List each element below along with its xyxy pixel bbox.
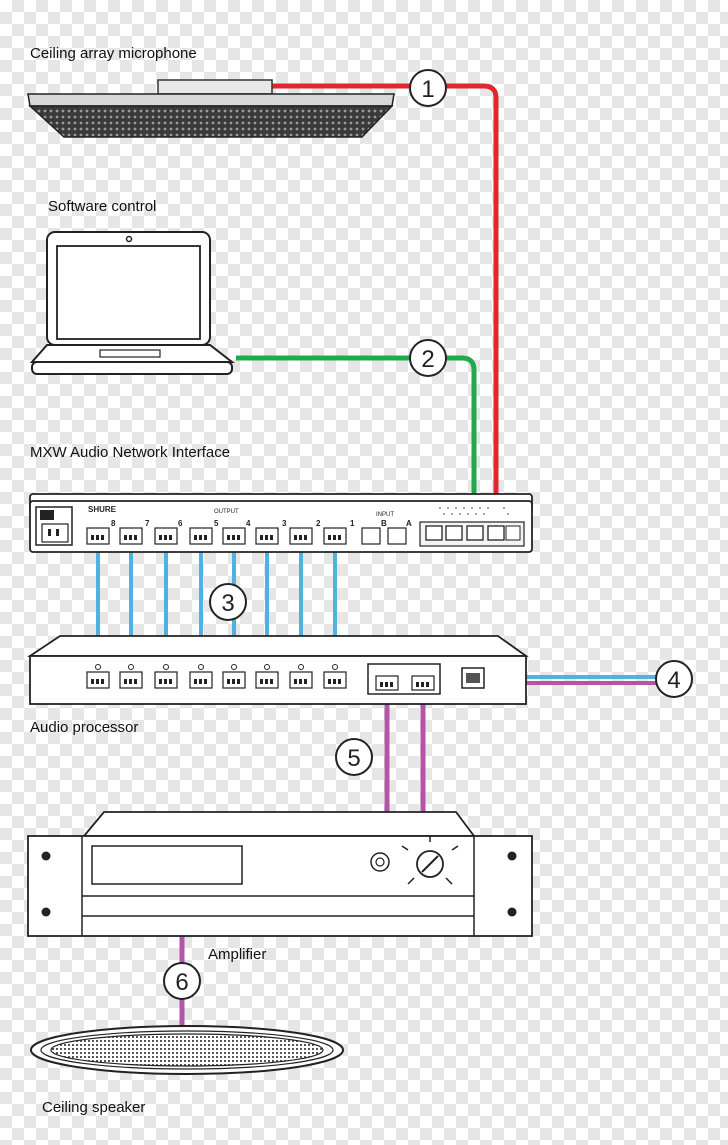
ani-output-heading: OUTPUT <box>214 509 239 515</box>
marker-5: 5 <box>335 738 373 776</box>
ani-output-ch-8: 8 <box>111 519 116 528</box>
svg-text:1: 1 <box>421 76 434 103</box>
cable-2-control <box>236 355 477 512</box>
ani-input-heading: INPUT <box>376 512 394 518</box>
svg-text:5: 5 <box>347 745 360 772</box>
marker-4: 4 <box>655 660 693 698</box>
mxw-ani-label: MXW Audio Network Interface <box>30 444 231 461</box>
ceiling-speaker-device <box>30 1025 344 1075</box>
marker-3: 3 <box>209 583 247 621</box>
svg-text:2: 2 <box>421 346 434 373</box>
marker-6: 6 <box>163 962 201 1000</box>
audio-processor-device <box>27 635 529 705</box>
audio-processor-label: Audio processor <box>30 719 139 736</box>
connection-markers: 1 2 3 4 5 6 <box>163 69 693 1000</box>
mxw-ani-device <box>29 493 533 553</box>
ceiling-mic-device <box>27 79 395 138</box>
amp-display <box>91 845 243 885</box>
amplifier-device <box>27 811 533 937</box>
ceiling-mic-label: Ceiling array microphone <box>30 45 197 62</box>
svg-text:6: 6 <box>175 969 188 996</box>
ani-output-ch-5: 5 <box>214 519 219 528</box>
marker-2: 2 <box>409 339 447 377</box>
software-control-label: Software control <box>48 198 157 215</box>
ani-input-ch-a: A <box>406 519 412 528</box>
ceiling-speaker-label: Ceiling speaker <box>42 1099 146 1116</box>
svg-text:3: 3 <box>221 590 234 617</box>
amplifier-label: Amplifier <box>208 946 267 963</box>
svg-text:4: 4 <box>667 667 680 694</box>
marker-1: 1 <box>409 69 447 107</box>
cable-1-mic <box>272 83 499 512</box>
ani-output-ch-1: 1 <box>350 519 355 528</box>
ani-output-ch-4: 4 <box>246 519 251 528</box>
ani-output-ch-3: 3 <box>282 519 287 528</box>
laptop-device <box>29 231 235 375</box>
ani-output-ch-2: 2 <box>316 519 321 528</box>
ani-brand: SHURE <box>88 505 117 514</box>
ani-output-ch-6: 6 <box>178 519 183 528</box>
ani-network-ports <box>425 525 505 541</box>
ani-output-ch-7: 7 <box>145 519 150 528</box>
ani-input-ch-b: B <box>381 519 387 528</box>
